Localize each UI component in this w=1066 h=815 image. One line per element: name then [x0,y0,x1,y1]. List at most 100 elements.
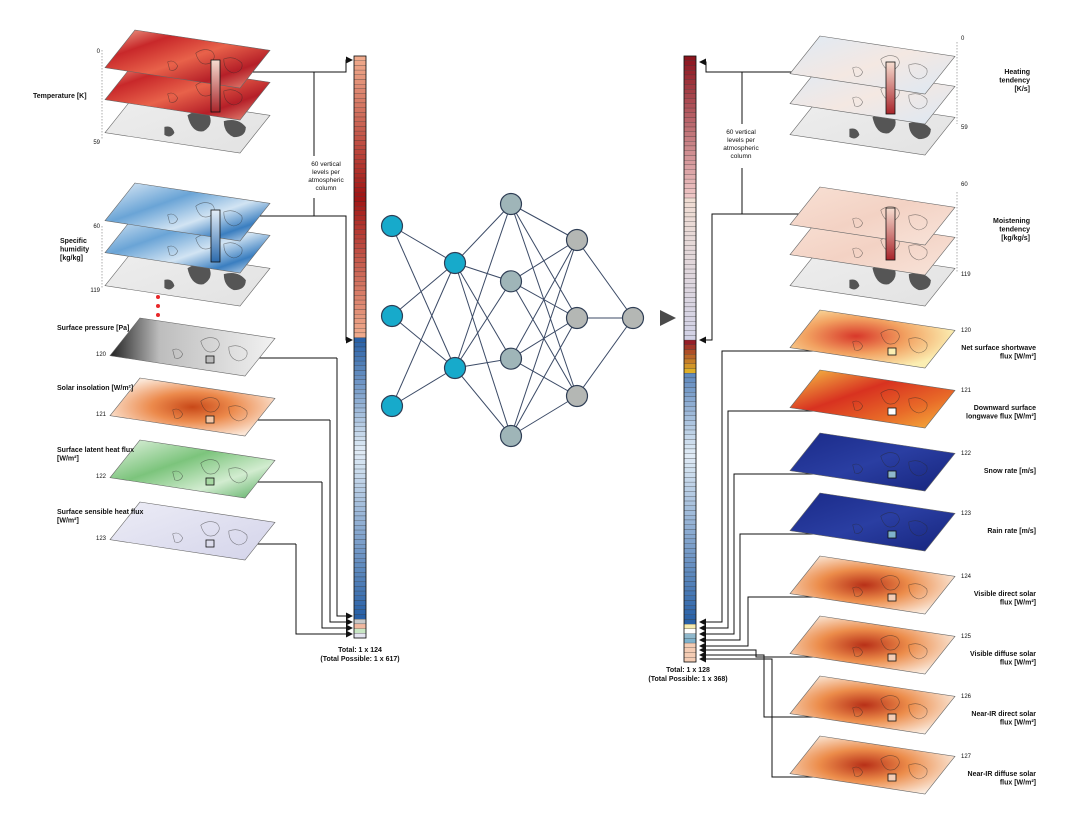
continent-shape [223,272,246,291]
output-connector-3 [699,410,886,632]
output-plane-2 [789,309,956,369]
input-vector-cell [353,407,367,413]
input-vector-cell [353,511,367,517]
input-vector-cell [353,468,367,474]
moistening-level-top: 60 [961,182,968,188]
output-vector-cell [683,434,697,440]
moistening-to-vector [699,213,742,344]
output-vector-cell [683,652,697,658]
label-line: [kg/kg] [60,255,83,262]
input-vector-cell [353,281,367,287]
continent-outline [880,635,900,651]
input-vector-cell [353,229,367,235]
output-vector-cell [683,538,697,544]
network-edge [510,203,578,241]
output-vector-cell [683,235,697,241]
output-vector-cell [683,529,697,535]
input-pixel-box-3 [205,415,215,424]
output-vector-cell [683,633,697,639]
input-vector-cell [353,633,367,639]
output-vector-cell [683,524,697,530]
input-vector-cell [353,93,367,99]
label-line: [W/m²] [57,518,79,525]
input-plane-4 [109,439,276,499]
output-vector-cell [683,344,697,350]
output-vector-cell [683,647,697,653]
input-vector-cell [353,220,367,226]
output-vector-cell [683,609,697,615]
input-vector-cell [353,98,367,104]
continent-outline [852,766,864,777]
continent-outline [167,213,179,224]
output-vector-cell [683,401,697,407]
network-edge [510,395,578,437]
continent-shape [908,121,931,140]
label-line: Surface latent heat flux [57,447,134,454]
output-connector-2 [699,350,886,626]
input-vector-cell [353,445,367,451]
network-edge [454,262,512,359]
label-line: Downward surface [974,405,1036,412]
map-surface [789,35,956,95]
continent-outline [223,89,243,106]
input-vector-cell [353,506,367,512]
label-line: flux [W/m²] [1000,354,1036,361]
output-vector-cell [683,339,697,345]
output-vector-cell [683,79,697,85]
input-vector-cell [353,609,367,615]
network-edge [391,225,456,369]
network-node [443,356,467,380]
continent-outline [908,643,928,660]
input-vector-cell [353,304,367,310]
label-line: Visible diffuse solar [970,651,1036,658]
map-surface [789,615,956,675]
input-vector-cell [353,600,367,606]
label-line: Specific [60,238,87,245]
output-vector-cell [683,278,697,284]
input-vector-cell [353,187,367,193]
input-vector-cell [353,309,367,315]
output-vector-cell [683,425,697,431]
continent-outline [200,397,220,413]
input-vector-cell [353,393,367,399]
output-vector-cell [683,216,697,222]
continent-outline [852,646,864,657]
input-vector-cell [353,116,367,122]
heating-level-bottom: 59 [961,125,968,131]
output-vector-cell [683,306,697,312]
input-vector-cell [353,332,367,338]
continent-shape [223,119,246,138]
humidity-level-bottom: 119 [90,288,100,294]
output-vector-cell [683,638,697,644]
input-vector-cell [353,497,367,503]
continent-outline [852,217,864,228]
input-vector-outline [353,55,367,639]
input-vector-cell [353,595,367,601]
input-vector-cell [353,337,367,343]
continent-outline [167,60,179,71]
network-node [565,228,589,252]
output-vector-cell [683,335,697,341]
input-vector-cell [353,534,367,540]
output-vector-cell [683,107,697,113]
output-vector-cell [683,112,697,118]
input-vector-cell [353,126,367,132]
single-input-to-vector-2 [321,482,353,632]
input-vector-cell [353,102,367,108]
network-edge [576,317,634,397]
output-vector-cell [683,197,697,203]
input-vector-cell [353,196,367,202]
continent-outline [852,706,864,717]
input-vector-cell [353,276,367,282]
output-vector-cell [683,297,697,303]
output-vector-cell [683,600,697,606]
output-vector-cell [683,624,697,629]
output-vector-cell [683,515,697,521]
output-vector-cell [683,354,697,360]
temperature-plane-upper [104,29,271,89]
output-pixel-box-6 [887,593,897,602]
network-edge [510,239,578,437]
